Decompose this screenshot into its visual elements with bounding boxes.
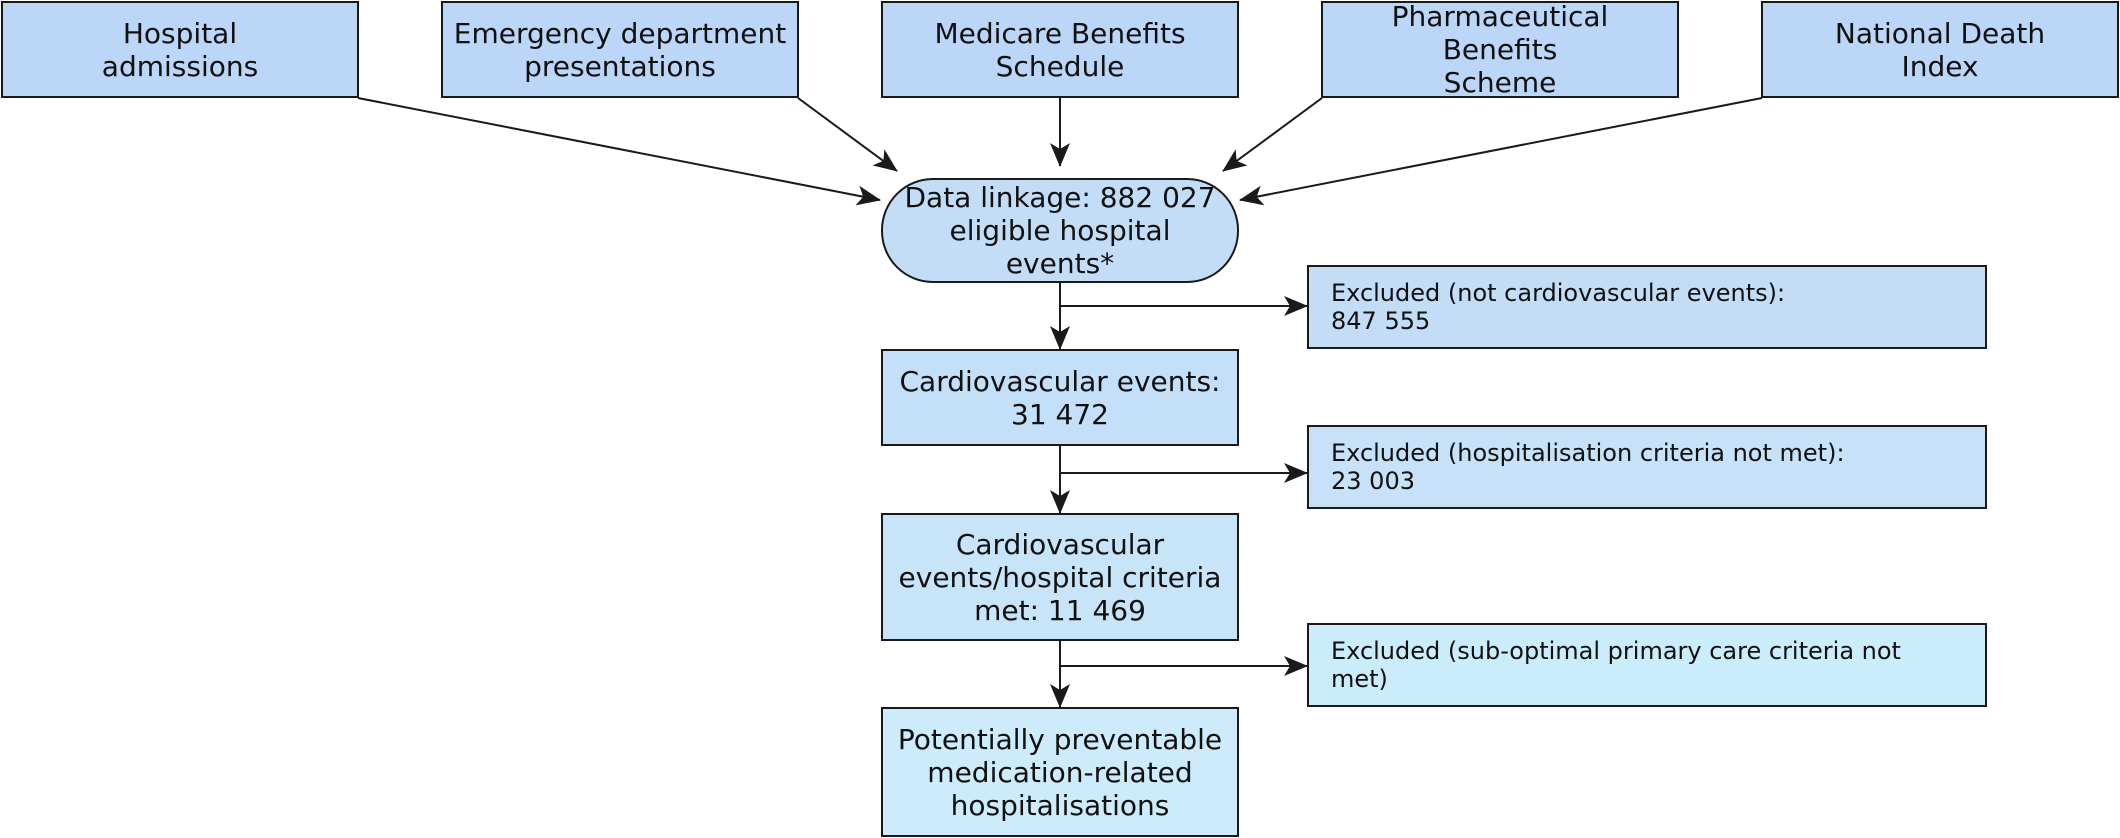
source-label: Pharmaceutical Benefits Scheme (1391, 0, 1609, 99)
source-medicare-benefits: Medicare Benefits Schedule (881, 1, 1239, 98)
source-label: National Death Index (1834, 16, 2046, 83)
excluded-label: Excluded (not cardiovascular events): 84… (1331, 279, 1786, 335)
final-outcome-box: Potentially preventable medication-relat… (881, 707, 1239, 837)
excluded-not-cardiovascular-box: Excluded (not cardiovascular events): 84… (1307, 265, 1987, 349)
excluded-label: Excluded (hospitalisation criteria not m… (1331, 439, 1845, 495)
source-label: Hospital admissions (101, 16, 259, 83)
arrow-ndi-to-linkage (1239, 97, 1763, 206)
cardiovascular-events-label: Cardiovascular events: 31 472 (899, 364, 1221, 431)
criteria-met-label: Cardiovascular events/hospital criteria … (898, 527, 1222, 627)
source-hospital-admissions: Hospital admissions (1, 1, 359, 98)
data-linkage-node: Data linkage: 882 027 eligible hospital … (881, 178, 1239, 283)
data-linkage-label: Data linkage: 882 027 eligible hospital … (904, 181, 1216, 280)
excluded-primary-care-criteria-box: Excluded (sub-optimal primary care crite… (1307, 623, 1987, 707)
source-national-death-index: National Death Index (1761, 1, 2119, 98)
arrow-pbs-to-linkage (1222, 97, 1323, 172)
final-outcome-label: Potentially preventable medication-relat… (897, 722, 1223, 822)
criteria-met-box: Cardiovascular events/hospital criteria … (881, 513, 1239, 641)
arrow-ed-to-linkage (797, 97, 898, 172)
source-label: Emergency department presentations (453, 16, 787, 83)
excluded-hospitalisation-criteria-box: Excluded (hospitalisation criteria not m… (1307, 425, 1987, 509)
source-emergency-department: Emergency department presentations (441, 1, 799, 98)
excluded-label: Excluded (sub-optimal primary care crite… (1331, 637, 1901, 693)
source-label: Medicare Benefits Schedule (934, 16, 1186, 83)
source-pharmaceutical-benefits: Pharmaceutical Benefits Scheme (1321, 0, 1679, 99)
cardiovascular-events-box: Cardiovascular events: 31 472 (881, 349, 1239, 446)
arrow-hospital-to-linkage (357, 97, 881, 206)
